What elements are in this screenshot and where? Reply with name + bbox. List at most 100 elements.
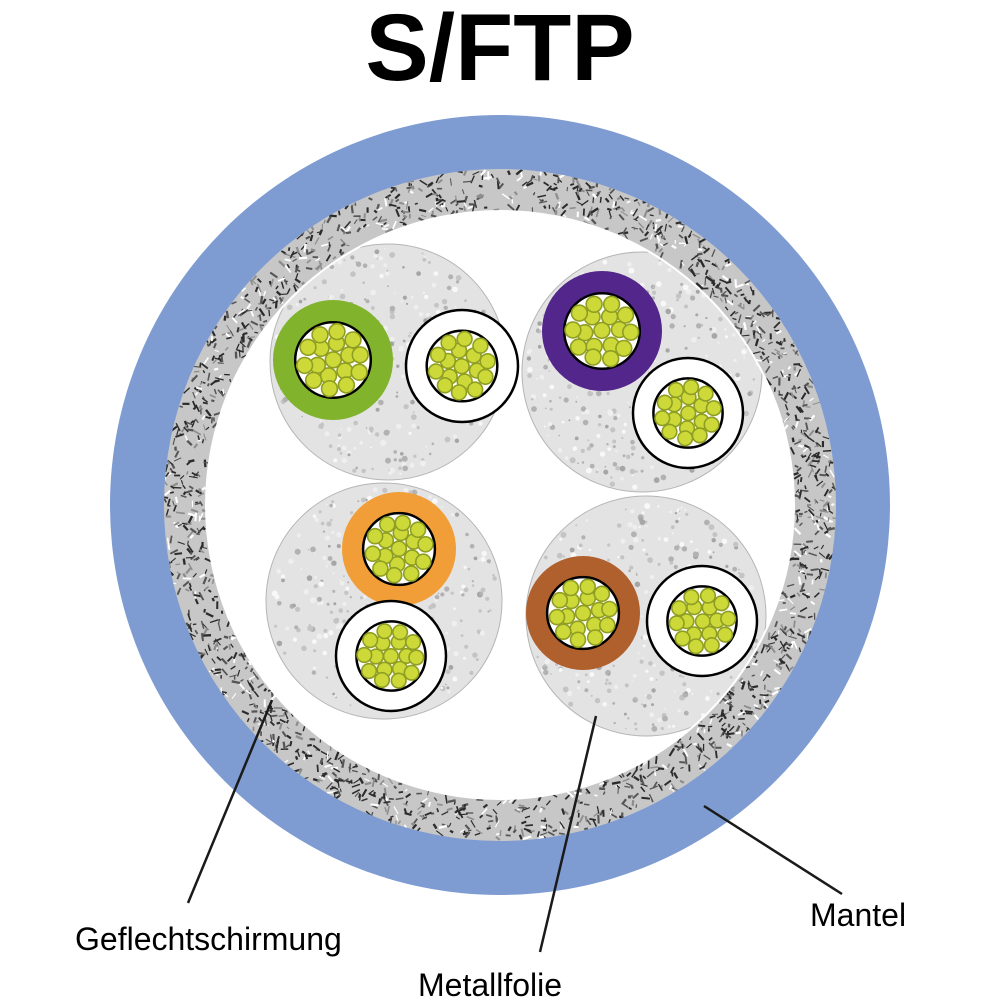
label-metal-foil: Metallfolie bbox=[418, 967, 562, 1000]
copper-strand bbox=[436, 377, 454, 394]
twisted-pair-top-right bbox=[521, 251, 763, 493]
copper-strand bbox=[356, 646, 373, 664]
copper-strand bbox=[593, 585, 611, 603]
copper-strand bbox=[713, 595, 730, 612]
copper-strand bbox=[616, 306, 635, 324]
copper-strand bbox=[344, 331, 362, 349]
copper-strand bbox=[562, 579, 580, 597]
copper-strand bbox=[621, 323, 640, 341]
copper-strand bbox=[586, 629, 604, 646]
copper-strand bbox=[705, 400, 722, 417]
copper-strand bbox=[467, 381, 484, 398]
copper-strand bbox=[417, 535, 434, 553]
copper-strand bbox=[295, 356, 314, 375]
copper-strand bbox=[299, 338, 317, 356]
copper-strand bbox=[598, 616, 616, 634]
copper-strand bbox=[337, 376, 356, 394]
copper-strand bbox=[360, 662, 378, 680]
copper-strand bbox=[376, 623, 393, 640]
copper-strand bbox=[585, 295, 603, 313]
copper-strand bbox=[392, 624, 409, 641]
copper-strand bbox=[570, 304, 589, 322]
wire-white bbox=[631, 356, 745, 470]
twisted-pair-bottom-right bbox=[525, 495, 767, 737]
copper-strand bbox=[668, 615, 685, 632]
copper-strand bbox=[584, 348, 602, 366]
copper-strand bbox=[680, 405, 697, 422]
copper-strand bbox=[378, 516, 396, 533]
copper-strand bbox=[720, 610, 737, 627]
copper-strand bbox=[569, 338, 588, 356]
copper-strand bbox=[569, 631, 587, 649]
copper-strand bbox=[548, 608, 566, 626]
copper-strand bbox=[682, 379, 700, 396]
copper-strand bbox=[677, 430, 694, 447]
copper-strand bbox=[394, 514, 412, 532]
copper-strand bbox=[364, 545, 382, 563]
twisted-pair-top-left bbox=[269, 243, 520, 481]
copper-strand bbox=[366, 527, 384, 545]
copper-strand bbox=[456, 330, 473, 348]
copper-strand bbox=[427, 363, 445, 380]
copper-strand bbox=[362, 631, 379, 649]
copper-strand bbox=[304, 371, 323, 389]
copper-strand bbox=[602, 295, 621, 313]
wire-green bbox=[273, 300, 393, 420]
twisted-pair-bottom-left bbox=[265, 482, 503, 720]
leader-line-braid bbox=[186, 699, 274, 904]
copper-strand bbox=[472, 337, 489, 354]
copper-strand bbox=[574, 604, 592, 622]
wire-orange bbox=[342, 492, 456, 606]
copper-strand bbox=[385, 566, 403, 584]
copper-strand bbox=[351, 346, 369, 364]
copper-strand bbox=[450, 384, 468, 401]
cable-cross-section bbox=[110, 115, 890, 895]
label-braid-shield: Geflechtschirmung bbox=[75, 921, 342, 957]
copper-strand bbox=[324, 351, 342, 369]
copper-strand bbox=[615, 339, 633, 358]
leader-line-jacket bbox=[703, 804, 843, 896]
copper-strand bbox=[328, 322, 346, 341]
copper-strand bbox=[703, 416, 720, 433]
copper-strand bbox=[440, 334, 457, 351]
copper-strand bbox=[564, 321, 582, 339]
copper-strand bbox=[716, 626, 734, 643]
copper-strand bbox=[373, 671, 391, 689]
wire-white bbox=[645, 564, 759, 678]
copper-strand bbox=[429, 346, 447, 363]
copper-strand bbox=[671, 600, 688, 617]
copper-strand bbox=[382, 647, 400, 665]
copper-strand bbox=[601, 600, 618, 618]
copper-strand bbox=[409, 521, 427, 539]
copper-strand bbox=[390, 540, 408, 558]
copper-strand bbox=[697, 385, 714, 402]
copper-strand bbox=[654, 410, 671, 427]
copper-strand bbox=[320, 380, 339, 398]
copper-strand bbox=[414, 553, 432, 571]
copper-strand bbox=[403, 664, 420, 681]
wire-violet bbox=[542, 271, 662, 391]
copper-strand bbox=[405, 633, 422, 651]
copper-strand bbox=[579, 578, 597, 596]
copper-strand bbox=[479, 353, 496, 370]
label-jacket: Mantel bbox=[810, 897, 906, 933]
copper-strand bbox=[554, 623, 572, 641]
leader-line-foil bbox=[538, 715, 598, 953]
copper-strand bbox=[402, 565, 420, 582]
copper-strand bbox=[551, 591, 569, 609]
copper-strand bbox=[390, 672, 407, 689]
diagram-title: S/FTP bbox=[365, 0, 634, 101]
copper-strand bbox=[453, 358, 470, 375]
copper-strand bbox=[372, 560, 389, 577]
copper-strand bbox=[683, 588, 700, 606]
copper-strand bbox=[687, 638, 705, 655]
copper-strand bbox=[691, 427, 708, 444]
copper-strand bbox=[674, 630, 691, 647]
copper-strand bbox=[311, 326, 329, 344]
wire-brown bbox=[526, 556, 640, 670]
copper-strand bbox=[661, 423, 678, 440]
copper-strand bbox=[601, 350, 620, 368]
copper-strand bbox=[593, 321, 611, 340]
